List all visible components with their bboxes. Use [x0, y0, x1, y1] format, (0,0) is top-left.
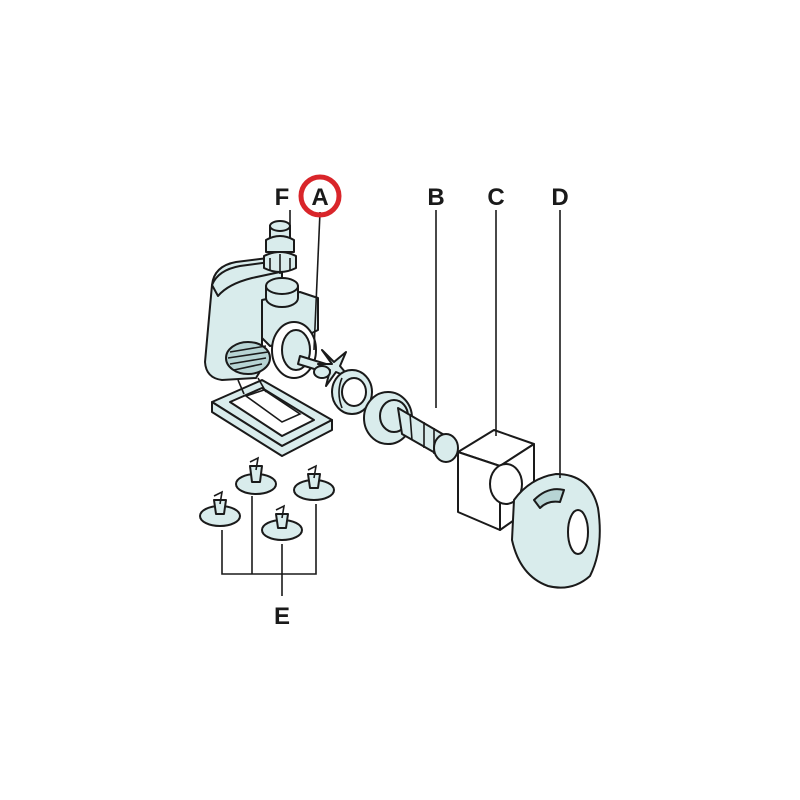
label-a: A [311, 184, 328, 211]
label-b: B [427, 184, 444, 211]
label-e: E [274, 603, 290, 630]
label-d: D [551, 184, 568, 211]
outlet-nozzle-part-f [263, 220, 297, 274]
suction-foot [293, 464, 335, 501]
leader-e [221, 496, 317, 596]
impeller-part-a [297, 349, 351, 387]
base-plate [211, 379, 333, 457]
pump-cover-part-b [363, 391, 459, 463]
suction-foot [199, 490, 241, 527]
leader-a [313, 211, 321, 351]
outer-housing-part-d [511, 473, 601, 589]
leader-lines [221, 210, 561, 596]
suction-foot [261, 504, 303, 541]
suction-feet-part-e [199, 456, 335, 541]
suction-foot [235, 456, 277, 495]
body-stand [237, 377, 267, 395]
label-f: F [275, 184, 290, 211]
label-a-highlight-circle [298, 174, 342, 218]
seal-ring [331, 369, 373, 415]
label-c: C [487, 184, 504, 211]
